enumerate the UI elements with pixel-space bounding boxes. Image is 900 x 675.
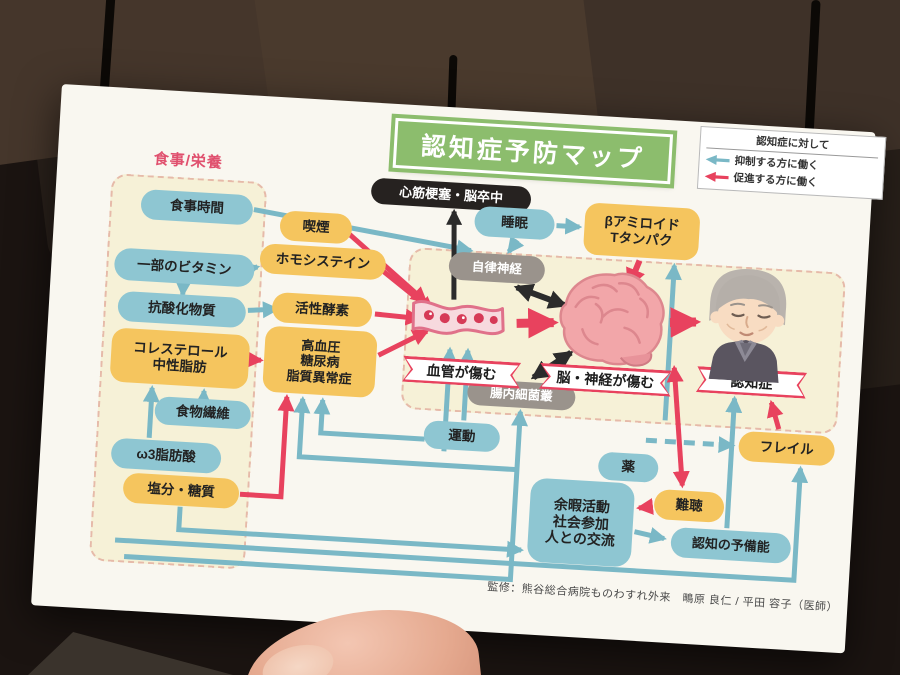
node-autonomic-nerves: 自律神経 <box>448 251 546 285</box>
node-active-enzyme: 活性酵素 <box>271 291 373 328</box>
diet-nutrition-label: 食事/栄養 <box>153 150 224 172</box>
legend-promote-row: 促進する方に働く <box>704 168 877 193</box>
node-sleep: 睡眠 <box>473 205 556 241</box>
flyer-paper: 認知症予防マップ 食事/栄養 認知症に対して 抑制する方に働く 促進する方に働く… <box>31 84 887 654</box>
red-left-arrow-icon <box>704 171 729 182</box>
legend-suppress-row: 抑制する方に働く <box>705 151 878 176</box>
node-leisure-social: 余暇活動 社会参加 人との交流 <box>526 477 636 568</box>
node-beta-amyloid: βアミロイド Tタンパク <box>582 202 701 262</box>
node-lifestyle-diseases: 高血圧 糖尿病 脂質異常症 <box>262 325 378 399</box>
node-dietary-fiber: 食物繊維 <box>153 396 252 430</box>
node-smoking: 喫煙 <box>279 210 353 245</box>
blood-vessel-illustration <box>411 300 505 336</box>
node-frailty: フレイル <box>737 430 836 467</box>
node-exercise: 運動 <box>423 420 501 453</box>
legend-promote-label: 促進する方に働く <box>733 172 818 189</box>
background-shape <box>28 632 233 675</box>
brain-illustration <box>559 272 665 367</box>
node-omega3: ω3脂肪酸 <box>110 437 222 475</box>
node-hearing-loss: 難聴 <box>653 488 725 523</box>
node-cholesterol: コレステロール 中性脂肪 <box>109 327 251 390</box>
diagram-arrows <box>114 207 809 583</box>
legend-box: 認知症に対して 抑制する方に働く 促進する方に働く <box>696 125 887 200</box>
elderly-man-illustration <box>708 269 787 384</box>
node-medicine: 薬 <box>597 451 660 484</box>
blue-left-arrow-icon <box>705 154 730 165</box>
